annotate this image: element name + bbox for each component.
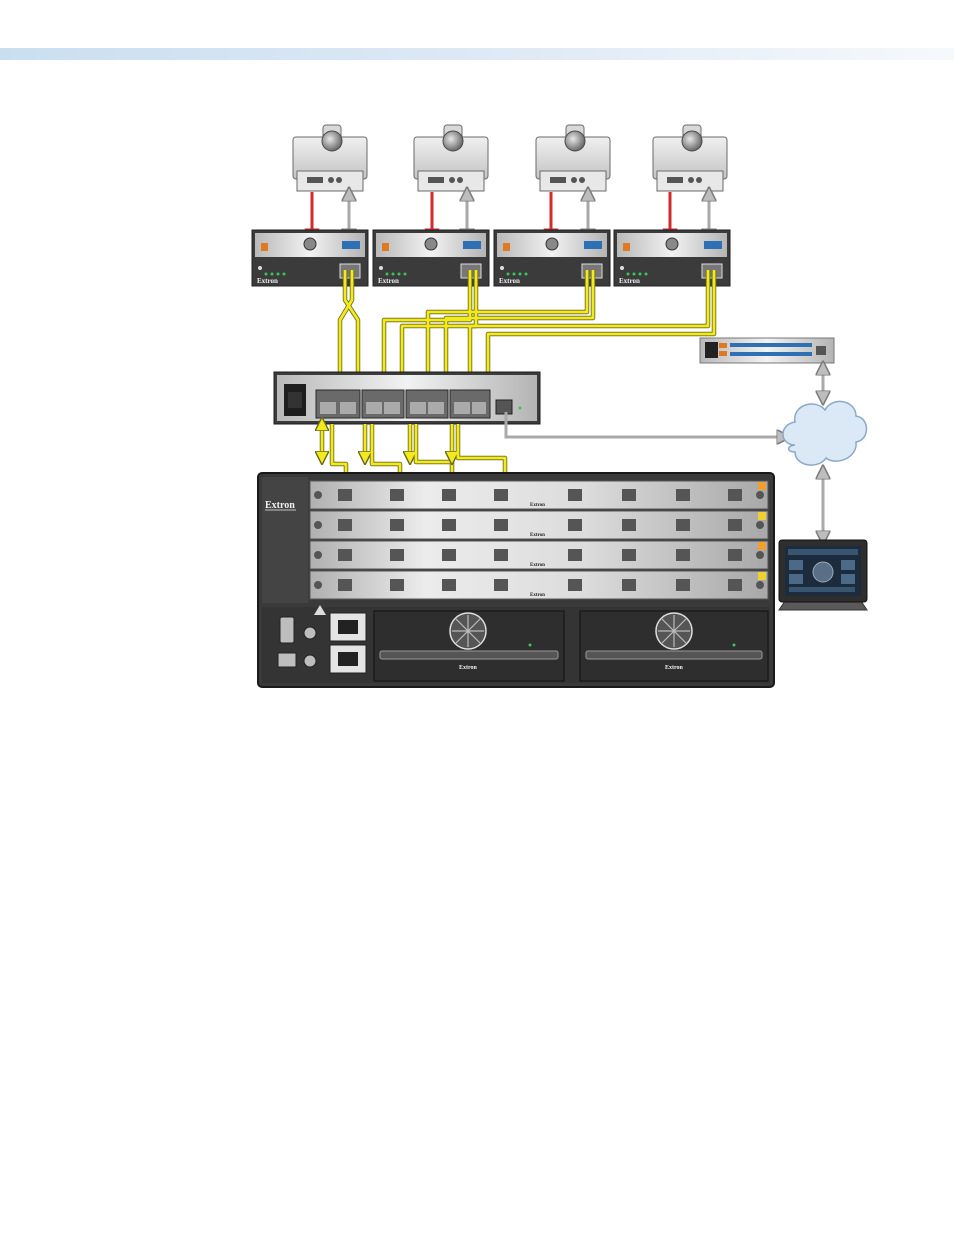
card-brand: Extron [530, 593, 545, 598]
psu-brand: Extron [665, 665, 684, 671]
card-brand: Extron [530, 563, 545, 568]
transmitter-brand: Extron [619, 277, 640, 285]
cloud-icon [783, 401, 867, 465]
matrix-card-row: Extron [310, 511, 768, 539]
camera-2 [414, 125, 488, 191]
power-supply: Extron [374, 611, 564, 681]
fiber-switch [274, 372, 540, 424]
control-processor [700, 338, 834, 363]
camera-1 [293, 125, 367, 191]
camera-cables [312, 192, 709, 236]
power-supply: Extron [580, 611, 768, 681]
card-brand: Extron [530, 503, 545, 508]
matrix-switcher: Extron Extron Extron Extron [258, 473, 774, 687]
psu-brand: Extron [459, 665, 478, 671]
camera-3 [536, 125, 610, 191]
matrix-card-row: Extron [310, 541, 768, 569]
transmitter-brand: Extron [378, 277, 399, 285]
camera-4 [653, 125, 727, 191]
matrix-card-row: Extron [310, 481, 768, 509]
transmitter-brand: Extron [257, 277, 278, 285]
matrix-card-row: Extron [310, 571, 768, 599]
transmitter-brand: Extron [499, 277, 520, 285]
touchpanel-icon [779, 540, 867, 610]
matrix-brand: Extron [265, 500, 295, 511]
card-brand: Extron [530, 533, 545, 538]
lan-cable [506, 412, 784, 437]
